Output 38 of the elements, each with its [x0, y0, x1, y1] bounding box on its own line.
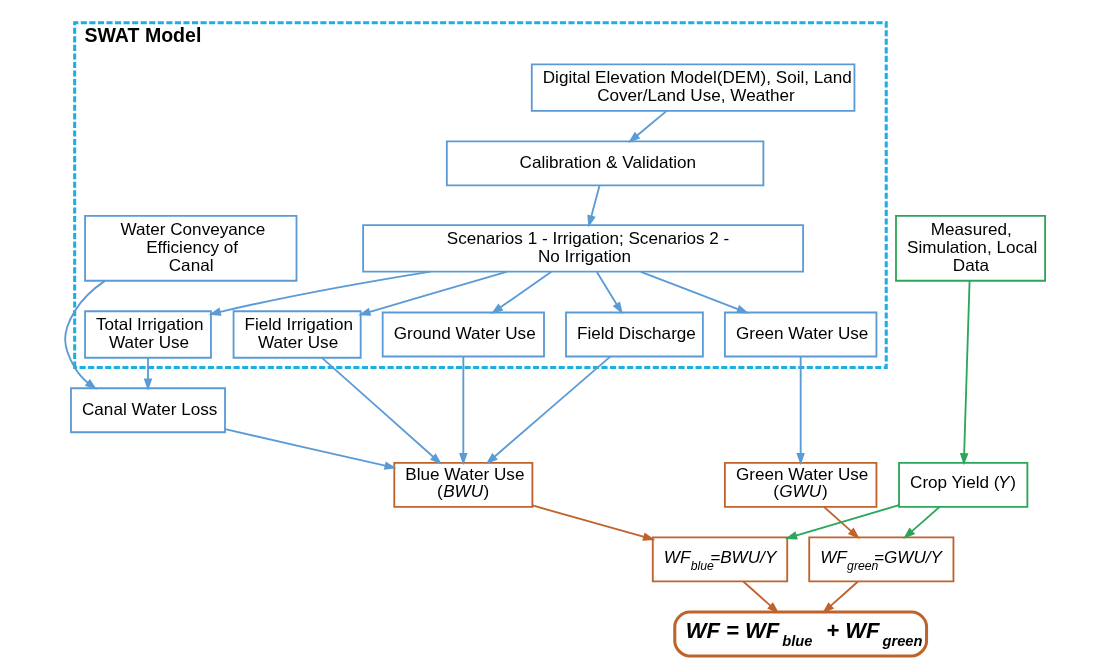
- arrow: [742, 580, 780, 614]
- arrow: [639, 270, 749, 314]
- node-box: WF$_{blue}$=BWU/Y: [651, 536, 789, 583]
- arrow: [358, 270, 509, 316]
- node-box: Measured, Simulation, Local Data: [895, 215, 1047, 282]
- arrow: [784, 504, 900, 540]
- node-box: Blue Water Use (BWU): [393, 461, 534, 508]
- arrow: [959, 280, 971, 466]
- arrow: [903, 506, 941, 539]
- arrow: [208, 270, 432, 316]
- node-box: Scenarios 1 - Irrigation; Scenarios 2 - No Irrigation: [362, 224, 805, 273]
- arrow: [531, 504, 656, 541]
- node-box: Green Water Use: [723, 311, 878, 358]
- node-box: Green Water Use (GWU): [723, 461, 878, 508]
- arrow: [459, 355, 468, 466]
- arrow: [587, 184, 601, 228]
- arrow: [595, 271, 623, 315]
- arrow: [64, 279, 106, 390]
- arrow: [321, 356, 442, 465]
- node-box: Ground Water Use: [381, 311, 545, 358]
- arrow: [143, 356, 153, 391]
- node-box: Water Conveyance Efficiency of Canal: [84, 215, 298, 282]
- node-box: Crop Yield (Y): [898, 461, 1029, 508]
- node-box: Digital Elevation Model(DEM), Soil, Land Cover/Land Use, Weather: [530, 63, 856, 112]
- arrow: [490, 270, 553, 314]
- node-box: Field Discharge: [565, 311, 704, 358]
- arrow: [822, 580, 859, 614]
- arrow: [485, 355, 612, 465]
- arrow: [224, 428, 397, 470]
- node-box: Total Irrigation Water Use: [84, 310, 212, 359]
- arrow: [628, 109, 668, 143]
- arrow: [796, 355, 805, 466]
- node-box: Field Irrigation Water Use: [232, 310, 362, 359]
- node-box: Calibration & Validation: [445, 140, 765, 187]
- node-box: Canal Water Loss: [70, 387, 226, 434]
- node-box: WF = WF$_{blue}$ + WF$_{green}$: [673, 610, 929, 658]
- arrow: [823, 506, 860, 539]
- node-box: WF$_{green}$=GWU/Y: [808, 536, 955, 583]
